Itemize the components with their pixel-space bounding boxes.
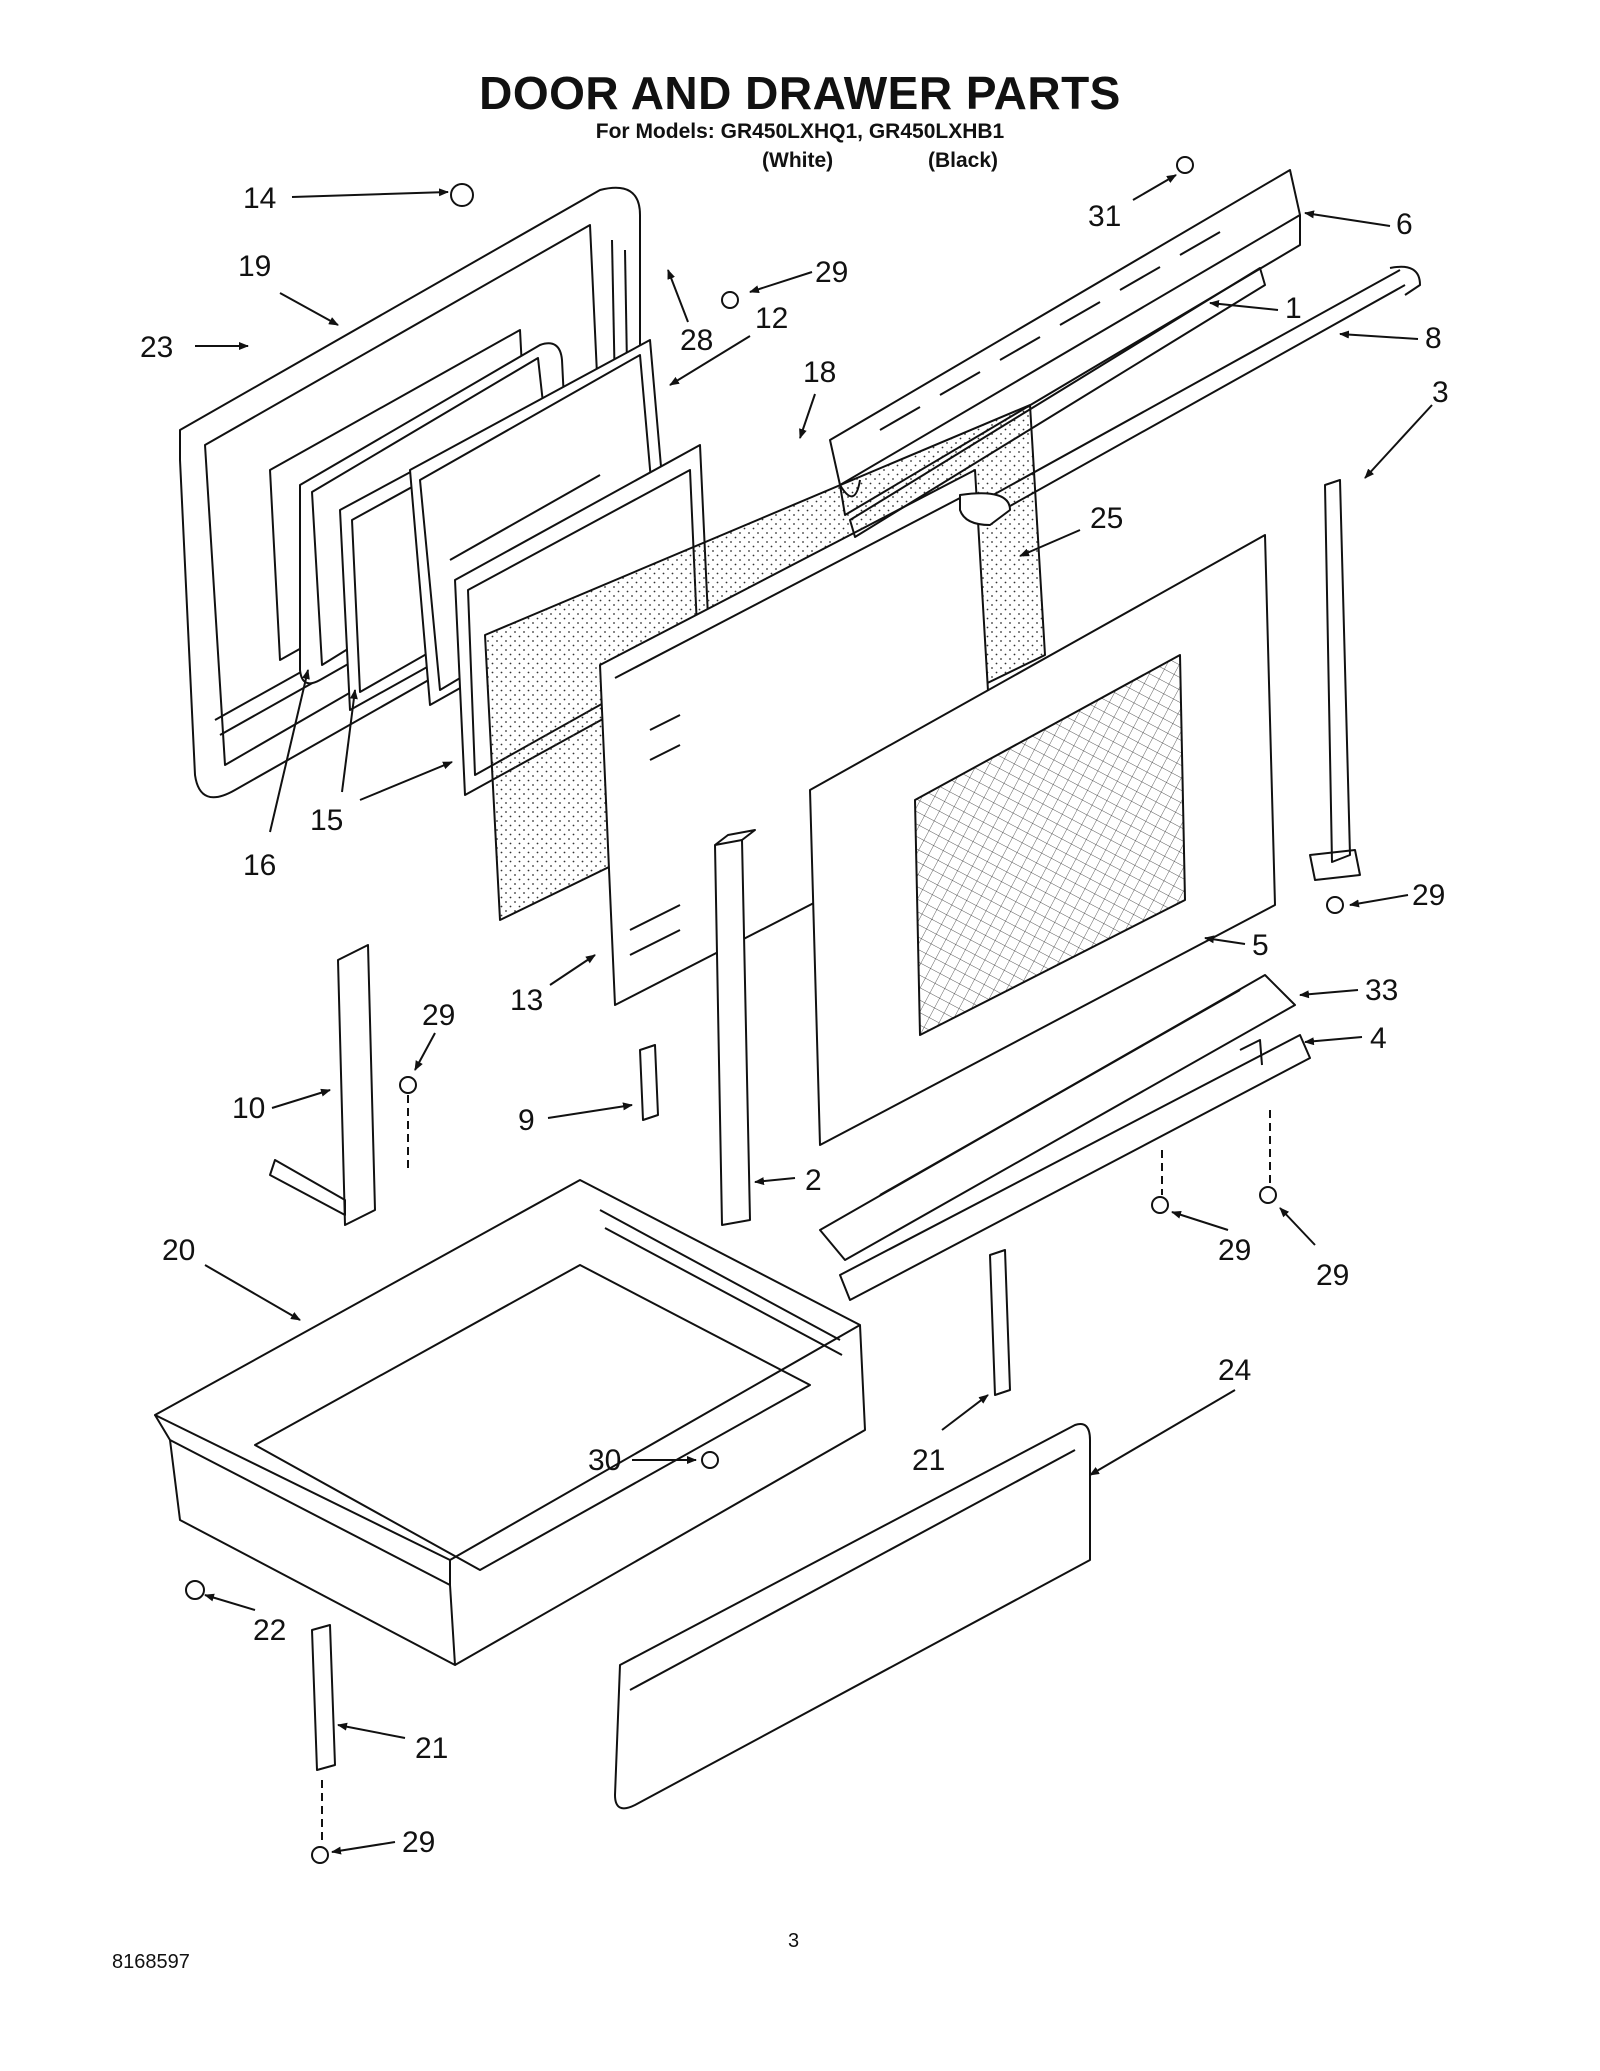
callout-21: 21 bbox=[415, 1732, 448, 1765]
vertical-channel-part bbox=[714, 829, 756, 1226]
spacer-block-part bbox=[639, 1044, 659, 1121]
models-line: For Models: GR450LXHQ1, GR450LXHB1 bbox=[595, 120, 1005, 143]
color-black-label: (Black) bbox=[928, 149, 999, 172]
leader-29f bbox=[331, 1841, 396, 1855]
leader-15a bbox=[341, 689, 358, 793]
callout-10: 10 bbox=[232, 1092, 265, 1125]
callout-23: 23 bbox=[140, 331, 173, 364]
leader-29b bbox=[1349, 894, 1409, 908]
leader-28 bbox=[667, 269, 689, 323]
callout-6: 6 bbox=[1396, 208, 1413, 241]
callout-20: 20 bbox=[162, 1234, 195, 1267]
callout-31: 31 bbox=[1088, 200, 1121, 233]
leader-33 bbox=[1299, 989, 1359, 999]
leader-10 bbox=[271, 1088, 331, 1109]
leader-21a bbox=[941, 1394, 989, 1431]
leader-29d bbox=[1171, 1210, 1229, 1231]
screw-part bbox=[185, 156, 1344, 1864]
leader-12 bbox=[669, 335, 751, 386]
leader-20 bbox=[204, 1264, 301, 1321]
callout-24: 24 bbox=[1218, 1354, 1251, 1387]
leader-29a bbox=[749, 271, 813, 294]
leader-5 bbox=[1204, 935, 1246, 945]
drawer-box-part bbox=[154, 1179, 866, 1666]
leader-19 bbox=[279, 292, 339, 326]
leader-16 bbox=[269, 669, 310, 833]
callout-9: 9 bbox=[518, 1104, 535, 1137]
callout-29: 29 bbox=[422, 999, 455, 1032]
leader-8 bbox=[1339, 330, 1419, 340]
left-support-part bbox=[269, 944, 376, 1226]
callout-12: 12 bbox=[755, 302, 788, 335]
callout-4: 4 bbox=[1370, 1022, 1387, 1055]
page-number: 3 bbox=[788, 1930, 800, 1952]
callout-18: 18 bbox=[803, 356, 836, 389]
callout-16: 16 bbox=[243, 849, 276, 882]
drawer-rail-lower-part bbox=[839, 1034, 1311, 1301]
callout-30: 30 bbox=[588, 1444, 621, 1477]
callout-33: 33 bbox=[1365, 974, 1398, 1007]
drawer-bracket-upper-part bbox=[989, 1249, 1011, 1396]
leader-13 bbox=[549, 954, 596, 986]
leader-21b bbox=[337, 1722, 406, 1739]
callout-19: 19 bbox=[238, 250, 271, 283]
leader-18 bbox=[799, 393, 816, 439]
callout-29: 29 bbox=[1316, 1259, 1349, 1292]
callout-15: 15 bbox=[310, 804, 343, 837]
callout-14: 14 bbox=[243, 182, 276, 215]
callout-8: 8 bbox=[1425, 322, 1442, 355]
drawer-front-panel-part bbox=[614, 1423, 1091, 1810]
callout-29: 29 bbox=[402, 1826, 435, 1859]
callout-25: 25 bbox=[1090, 502, 1123, 535]
leader-4 bbox=[1304, 1036, 1363, 1046]
callout-28: 28 bbox=[680, 324, 713, 357]
outer-door-glass-part bbox=[809, 534, 1276, 1146]
callout-2: 2 bbox=[805, 1164, 822, 1197]
leader-6 bbox=[1304, 210, 1391, 227]
callout-29: 29 bbox=[1218, 1234, 1251, 1267]
side-bracket-part bbox=[1309, 479, 1361, 881]
color-white-label: (White) bbox=[762, 149, 834, 172]
callout-3: 3 bbox=[1432, 376, 1449, 409]
leader-14 bbox=[291, 188, 449, 198]
callout-22: 22 bbox=[253, 1614, 286, 1647]
spacer-bar-part bbox=[849, 267, 1266, 538]
document-number: 8168597 bbox=[112, 1951, 190, 1973]
callout-5: 5 bbox=[1252, 929, 1269, 962]
leader-9 bbox=[547, 1102, 633, 1119]
callout-21: 21 bbox=[912, 1444, 945, 1477]
callout-29: 29 bbox=[1412, 879, 1445, 912]
leader-29c bbox=[414, 1032, 436, 1071]
drawer-bracket-lower-part bbox=[311, 1624, 336, 1771]
leader-29e bbox=[1279, 1207, 1316, 1246]
callout-1: 1 bbox=[1285, 292, 1302, 325]
callout-29: 29 bbox=[815, 256, 848, 289]
door-vent-trim-part bbox=[829, 169, 1301, 516]
callout-13: 13 bbox=[510, 984, 543, 1017]
leader-15b bbox=[359, 761, 453, 801]
leader-2 bbox=[754, 1177, 796, 1186]
leader-1 bbox=[1209, 299, 1279, 311]
door-handle-part bbox=[959, 265, 1421, 526]
leader-31 bbox=[1132, 174, 1177, 201]
leader-24 bbox=[1089, 1389, 1236, 1476]
leader-3 bbox=[1364, 404, 1433, 479]
drawer-rail-upper-part bbox=[819, 974, 1296, 1261]
page-title: DOOR AND DRAWER PARTS bbox=[479, 67, 1121, 119]
leader-25 bbox=[1019, 529, 1081, 557]
leader-22 bbox=[204, 1593, 256, 1611]
